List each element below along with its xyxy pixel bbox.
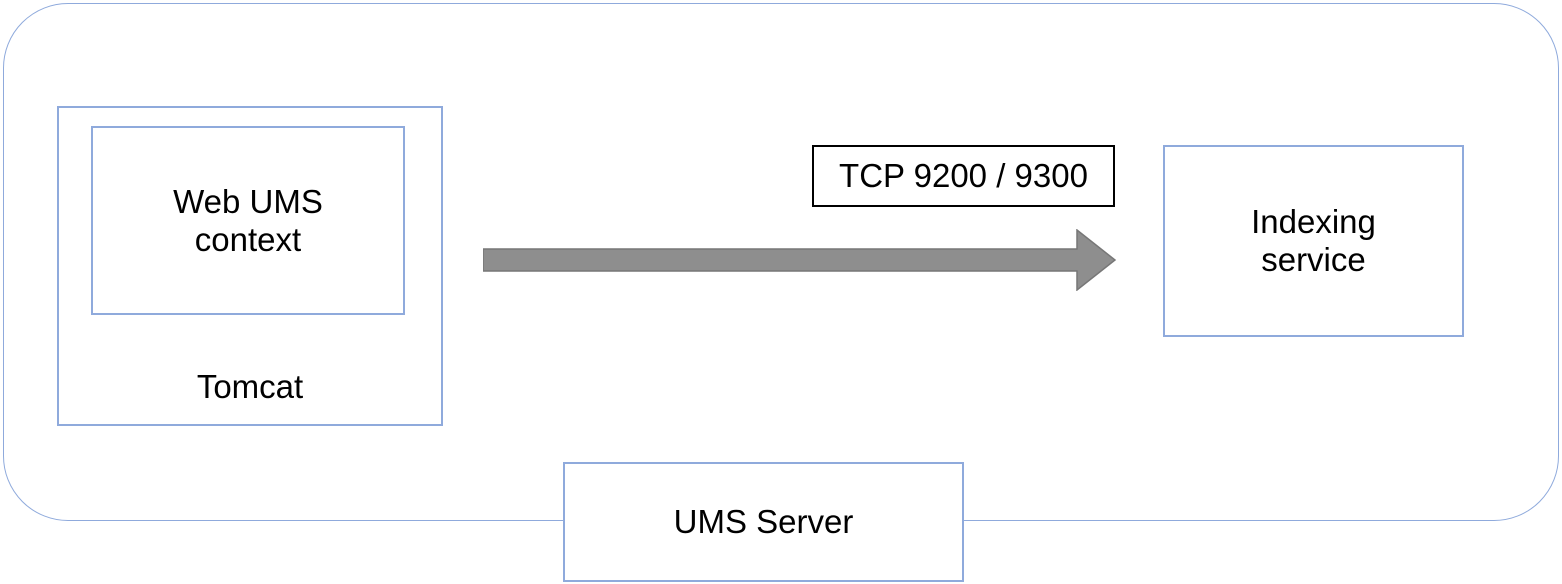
ums-server-label: UMS Server: [673, 503, 854, 541]
indexing-service-box: Indexing service: [1163, 145, 1464, 337]
connection-label-box: TCP 9200 / 9300: [812, 145, 1115, 207]
indexing-service-label: Indexing service: [1251, 203, 1376, 278]
arrow-right-icon: [482, 228, 1117, 292]
tomcat-label: Tomcat: [196, 368, 304, 405]
ums-server-box: UMS Server: [563, 462, 964, 582]
web-ums-context-box: Web UMS context: [91, 126, 405, 315]
connection-label: TCP 9200 / 9300: [839, 157, 1088, 194]
connection-arrow: [482, 228, 1117, 292]
web-ums-context-label: Web UMS context: [173, 182, 323, 258]
